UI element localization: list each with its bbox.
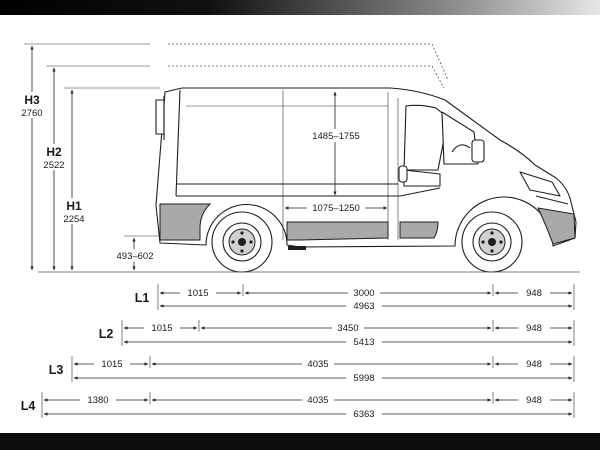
- l1-rear-overhang: 1015: [187, 288, 208, 299]
- exhaust: [288, 246, 306, 250]
- van-illustration: [38, 43, 580, 273]
- length-rows: [41, 284, 575, 420]
- van-body: [155, 87, 577, 248]
- l4-total: 6363: [353, 409, 374, 420]
- door-handle: [398, 165, 408, 183]
- cab-window: [403, 104, 449, 171]
- h1-value: 2254: [63, 214, 84, 225]
- side-mirror: [471, 139, 485, 163]
- l3-rear-overhang: 1015: [101, 359, 122, 370]
- interior-dimensions: [112, 91, 388, 271]
- l3-front-overhang: 948: [526, 359, 542, 370]
- h2-label: H2: [46, 145, 62, 159]
- l2-rear-overhang: 1015: [151, 323, 172, 334]
- rear-wheel: [211, 211, 273, 273]
- l4-wheelbase: 4035: [307, 395, 328, 406]
- top-gradient-bar: [0, 0, 600, 15]
- steering-wheel: [451, 144, 471, 153]
- front-window: [441, 111, 479, 165]
- h2-value: 2522: [43, 160, 64, 171]
- rear-bumper: [159, 203, 212, 241]
- rear-pillar: [175, 89, 181, 197]
- l3-total: 5998: [353, 373, 374, 384]
- beltline: [176, 187, 441, 197]
- l2-label: L2: [99, 327, 114, 341]
- l3-wheelbase: 4035: [307, 359, 328, 370]
- l4-front-overhang: 948: [526, 395, 542, 406]
- high-roof-outline: [168, 43, 449, 81]
- cargo-width-label: 1075–1250: [312, 203, 360, 214]
- l1-label: L1: [135, 291, 150, 305]
- l1-wheelbase: 3000: [353, 288, 374, 299]
- front-bumper: [537, 207, 576, 245]
- l3-label: L3: [49, 363, 64, 377]
- l2-front-overhang: 948: [526, 323, 542, 334]
- l1-front-overhang: 948: [526, 288, 542, 299]
- l1-total: 4963: [353, 301, 374, 312]
- h1-label: H1: [66, 199, 82, 213]
- front-wheel: [461, 211, 523, 273]
- height-dimensions: [18, 43, 160, 271]
- mid-roof-outline: [168, 65, 445, 89]
- grille-line: [535, 195, 569, 205]
- sill-height-label: 493–602: [117, 251, 154, 262]
- h3-label: H3: [24, 93, 40, 107]
- side-sill: [286, 221, 389, 241]
- h3-value: 2760: [21, 108, 42, 119]
- bottom-black-bar: [0, 433, 600, 450]
- cab-sill: [399, 221, 439, 239]
- rear-lamp: [155, 99, 165, 135]
- l4-rear-overhang: 1380: [87, 395, 108, 406]
- l4-label: L4: [21, 399, 36, 413]
- l2-total: 5413: [353, 337, 374, 348]
- cargo-height-label: 1485–1755: [312, 131, 360, 142]
- headlight: [519, 171, 561, 197]
- l2-wheelbase: 3450: [337, 323, 358, 334]
